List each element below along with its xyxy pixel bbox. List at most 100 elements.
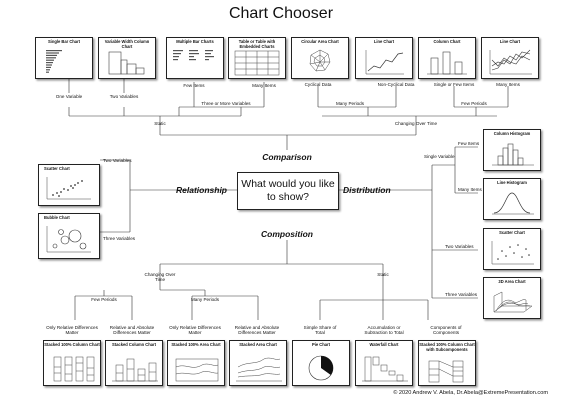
category-distribution: Distribution <box>343 185 391 195</box>
pie-chart-icon <box>308 355 334 381</box>
card-title: Single Bar Chart <box>47 39 81 44</box>
multiple-bar-charts-card: Multiple Bar Charts <box>166 37 224 79</box>
label-comp-static: Static <box>377 272 389 277</box>
label-few-periods: Few Periods <box>461 101 487 106</box>
label-accumulation: Accumulation or Subtraction to Total <box>364 325 404 336</box>
category-relationship: Relationship <box>176 185 228 195</box>
card-title: Column Histogram <box>493 131 531 136</box>
stacked-area-card: Stacked Area Chart <box>229 340 287 386</box>
line-histogram-icon <box>492 192 534 215</box>
column-histogram-icon <box>492 143 534 166</box>
area-3d-icon <box>493 291 533 313</box>
card-title: Stacked Column Chart <box>112 342 156 347</box>
card-title: Line Histogram <box>497 180 527 185</box>
scatter-icon <box>46 177 91 200</box>
waterfall-chart-card: Waterfall Chart <box>355 340 413 386</box>
card-title: Line Chart <box>499 39 521 44</box>
label-many-items: Many Items <box>252 83 276 88</box>
label-dist-three-variables: Three Variables <box>445 292 478 297</box>
stacked-100-area-card: Stacked 100% Area Chart <box>167 340 225 386</box>
column-chart-card: Column Chart <box>418 37 476 79</box>
label-one-variable: One Variable <box>55 94 83 99</box>
area-3d-chart-card: 3D Area Chart <box>483 277 541 319</box>
label-non-cyclical-data: Non-Cyclical Data <box>377 82 415 87</box>
multi-line-chart-icon <box>489 49 532 75</box>
bubble-chart-card: Bubble Chart <box>38 213 100 259</box>
card-title: Multiple Bar Charts <box>176 39 214 44</box>
variable-width-column-chart-card: Variable Width Column Chart <box>98 37 156 79</box>
circular-area-chart-card: Circular Area Chart <box>291 37 349 79</box>
line-histogram-card: Line Histogram <box>483 178 541 220</box>
card-title: Table or Table with Embedded Charts <box>238 39 276 49</box>
line-chart-card-2: Line Chart <box>481 37 539 79</box>
label-comp-many-periods: Many Periods <box>190 297 220 302</box>
card-title: Line Chart <box>373 39 395 44</box>
scatter-icon-right <box>491 241 534 265</box>
card-title: Circular Area Chart <box>301 39 339 44</box>
stacked-100-column-icon <box>53 356 95 382</box>
card-title: Variable Width Column Chart <box>104 39 150 49</box>
card-title: Stacked 100% Column Chart with Subcompon… <box>419 342 475 352</box>
label-cyclical-data: Cyclical Data <box>304 82 332 87</box>
column-chart-icon <box>427 51 467 75</box>
scatter-chart-card-left: Scatter Chart <box>38 164 100 206</box>
label-rel-two-variables: Two Variables <box>103 158 132 163</box>
stacked-area-icon <box>236 357 282 382</box>
label-dist-few-items: Few Items <box>458 141 480 146</box>
label-only-relative-2: Only Relative Differences Matter <box>169 325 221 336</box>
label-comp-few-periods: Few Periods <box>91 297 117 302</box>
label-single-variable: Single Variable <box>424 154 455 159</box>
label-comp-changing-over-time: Changing Over Time <box>144 272 176 283</box>
bubble-icon <box>46 226 91 253</box>
stacked-100-column-subcomponents-card: Stacked 100% Column Chart with Subcompon… <box>418 340 476 386</box>
label-simple-share: Simple Share of Total <box>303 325 337 336</box>
label-relative-absolute-2: Relative and Absolute Differences Matter <box>234 325 280 336</box>
label-rel-three-variables: Three Variables <box>103 236 136 241</box>
stacked-subcomponents-icon <box>428 360 464 383</box>
table-embedded-charts-card: Table or Table with Embedded Charts <box>228 37 286 79</box>
central-question: What would you like to show? <box>237 172 339 210</box>
card-title: Scatter Chart <box>499 230 525 235</box>
label-two-variables: Two Variables <box>109 94 139 99</box>
waterfall-icon <box>362 356 408 382</box>
line-chart-card-1: Line Chart <box>355 37 413 79</box>
label-dist-many-items: Many Items <box>458 187 482 192</box>
category-comparison: Comparison <box>262 152 312 162</box>
card-title: Stacked Area Chart <box>239 342 277 347</box>
card-title: Scatter Chart <box>44 166 70 171</box>
label-dist-two-variables: Two Variables <box>445 244 474 249</box>
label-three-or-more-variables: Three or More Variables <box>201 101 251 106</box>
label-single-or-few-items: Single or Few Items <box>433 82 475 87</box>
category-composition: Composition <box>261 229 313 239</box>
label-many-items-right: Many Items <box>496 82 520 87</box>
stacked-column-card: Stacked Column Chart <box>105 340 163 386</box>
stacked-100-column-card: Stacked 100% Column Chart <box>43 340 101 386</box>
copyright-footer: © 2020 Andrew V. Abela, Dr.Abela@Extreme… <box>393 390 548 396</box>
card-title: Waterfall Chart <box>369 342 399 347</box>
multiple-bar-icon <box>173 50 214 61</box>
variable-width-column-icon <box>108 51 145 75</box>
stacked-column-icon <box>112 358 158 382</box>
pie-chart-card: Pie Chart <box>292 340 350 386</box>
single-bar-icon <box>46 50 62 73</box>
single-bar-chart-card: Single Bar Chart <box>35 37 93 79</box>
label-components: Components of Components <box>430 325 462 336</box>
card-title: 3D Area Chart <box>498 279 526 284</box>
line-chart-icon <box>365 50 404 75</box>
label-relative-absolute-1: Relative and Absolute Differences Matter <box>109 325 155 336</box>
scatter-chart-card-right: Scatter Chart <box>483 228 541 270</box>
label-static: Static <box>154 121 166 126</box>
card-title: Column Chart <box>433 39 461 44</box>
circular-area-icon <box>309 49 331 72</box>
card-title: Stacked 100% Area Chart <box>171 342 221 347</box>
label-few-items: Few Items <box>183 83 205 88</box>
column-histogram-card: Column Histogram <box>483 129 541 171</box>
card-title: Stacked 100% Column Chart <box>44 342 100 347</box>
table-icon <box>234 50 280 76</box>
card-title: Bubble Chart <box>44 215 70 220</box>
page-title: Chart Chooser <box>228 5 334 22</box>
label-changing-over-time: Changing Over Time <box>394 121 438 126</box>
label-many-periods: Many Periods <box>335 101 365 106</box>
